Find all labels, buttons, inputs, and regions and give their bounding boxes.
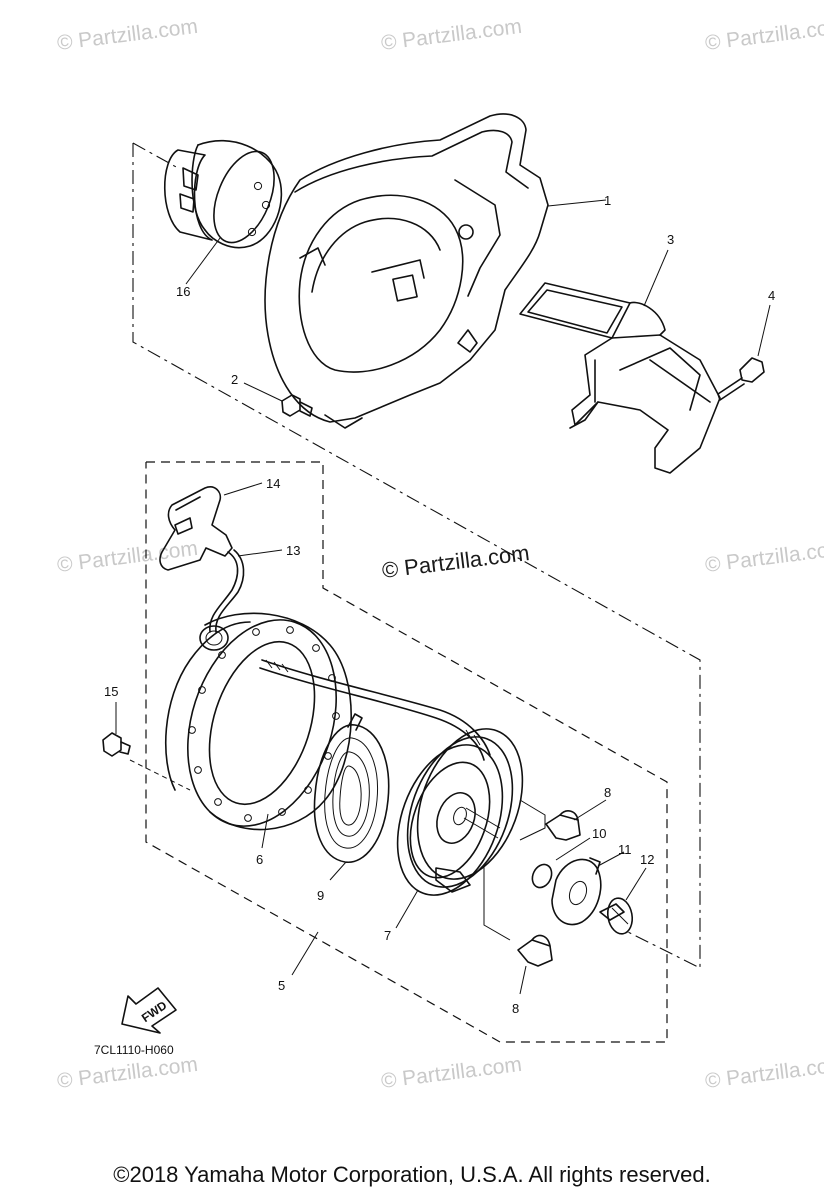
part-1-shroud <box>264 113 607 429</box>
fwd-arrow-icon: FWD <box>121 987 177 1034</box>
callout-11: 11 <box>618 842 632 857</box>
leader-1 <box>547 199 607 207</box>
case-holes <box>188 626 340 822</box>
part-7-pulley <box>395 728 524 929</box>
callout-6: 6 <box>256 852 263 867</box>
part-2-bolt <box>243 382 313 417</box>
callout-8-upper: 8 <box>604 785 611 800</box>
callout-16: 16 <box>176 284 190 299</box>
watermark-top-left: © Partzilla.com <box>56 15 199 55</box>
callout-5: 5 <box>278 978 285 993</box>
watermark-bottom-right: © Partzilla.com <box>704 1053 824 1093</box>
leader-7 <box>395 889 419 929</box>
callout-7: 7 <box>384 928 391 943</box>
part-8-pawl-upper <box>519 799 607 841</box>
part-6-case <box>164 612 352 849</box>
watermark-bottom-left: © Partzilla.com <box>56 1053 199 1093</box>
leader-9 <box>329 861 347 881</box>
part-3-duct <box>519 249 721 474</box>
callout-3: 3 <box>667 232 674 247</box>
part-15-screw <box>102 702 191 791</box>
callout-15: 15 <box>104 684 118 699</box>
callout-12: 12 <box>640 852 654 867</box>
watermarks: © Partzilla.com © Partzilla.com © Partzi… <box>56 15 824 1093</box>
leader-14 <box>223 482 263 496</box>
fwd-label: FWD <box>139 998 170 1025</box>
part-10-clip <box>531 837 591 889</box>
leader-4 <box>757 304 771 357</box>
watermark-top-right: © Partzilla.com <box>704 15 824 55</box>
part-16-sleeve <box>163 139 283 249</box>
part-8-pawl-lower <box>483 865 553 995</box>
watermark-top-center: © Partzilla.com <box>380 15 523 55</box>
leader-2 <box>243 382 283 402</box>
part-12-bolt <box>599 867 647 935</box>
leader-16 <box>185 237 221 285</box>
upper-assembly-outline <box>132 143 701 969</box>
callout-2: 2 <box>231 372 238 387</box>
leader-10 <box>555 837 591 861</box>
callout-13: 13 <box>286 543 300 558</box>
leader-6 <box>261 813 269 849</box>
diagram-code: 7CL1110-H060 <box>94 1043 174 1057</box>
watermark-center: © Partzilla.com <box>381 540 531 583</box>
upper-top-edge <box>132 142 179 169</box>
leader-13 <box>237 549 283 557</box>
part-4-bolt <box>717 304 771 401</box>
part-14-handle <box>159 482 263 571</box>
watermark-bottom-center: © Partzilla.com <box>380 1053 523 1093</box>
callout-14: 14 <box>266 476 280 491</box>
leader-5 <box>291 931 319 976</box>
leader-12 <box>625 867 647 901</box>
callout-10: 10 <box>592 826 606 841</box>
callout-1: 1 <box>604 193 611 208</box>
leader-8-upper <box>573 799 607 821</box>
leader-8-lower <box>519 965 527 995</box>
part-11-plate <box>551 851 625 926</box>
watermark-mid-right: © Partzilla.com <box>704 537 824 577</box>
starter-assembly-outline <box>145 461 668 1043</box>
copyright-notice: ©2018 Yamaha Motor Corporation, U.S.A. A… <box>113 1162 711 1187</box>
leader-11 <box>597 851 625 867</box>
part-13-rope <box>209 549 491 761</box>
watermark-mid-left: © Partzilla.com <box>56 537 199 577</box>
leader-3 <box>643 249 669 307</box>
callout-4: 4 <box>768 288 775 303</box>
part-9-spring <box>313 713 390 881</box>
callout-8-lower: 8 <box>512 1001 519 1016</box>
callout-9: 9 <box>317 888 324 903</box>
